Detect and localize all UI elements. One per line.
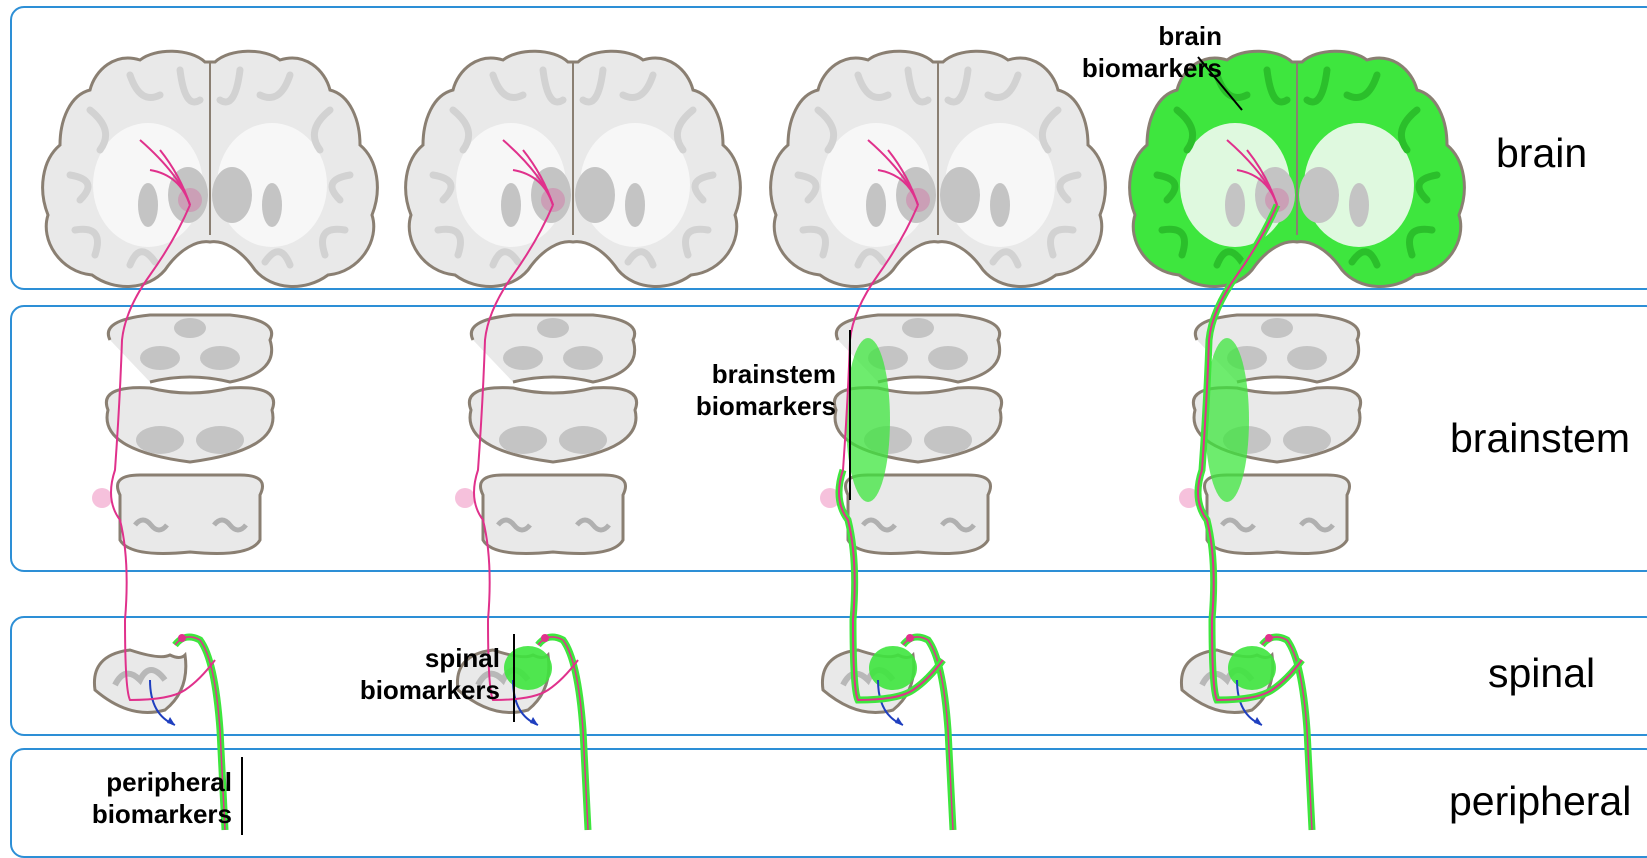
brain-biomarkers-line1: brain (1058, 20, 1222, 52)
thalamus-right (575, 167, 615, 223)
pons-nucleus-left (136, 426, 184, 454)
aqueduct-region (174, 318, 206, 338)
putamen-left (1225, 183, 1245, 227)
putamen-right (625, 183, 645, 227)
brain-biomarkers-line2: biomarkers (1058, 52, 1222, 84)
medulla (481, 475, 626, 554)
pons-nucleus-right (924, 426, 972, 454)
lower-motor-neuron-soma (1265, 634, 1273, 642)
brain-section-2 (406, 51, 741, 286)
cerebral-peduncle-right (1287, 346, 1327, 370)
spinal-section-3 (822, 634, 953, 830)
cerebral-peduncle-right (928, 346, 968, 370)
spinal-biomarkers-label: spinal biomarkers (336, 642, 500, 706)
efferent-arrowhead (895, 717, 903, 725)
lower-motor-neuron-soma (906, 634, 914, 642)
upper-motor-neuron-soma (178, 188, 202, 212)
pons-nucleus-right (1283, 426, 1331, 454)
putamen-left (501, 183, 521, 227)
brainstem-biomarkers-line1: brainstem (672, 358, 836, 390)
region-label-spinal: spinal (1488, 650, 1595, 697)
spinal-pathology (1228, 646, 1276, 690)
lower-motor-neuron-soma (541, 634, 549, 642)
pons (106, 388, 273, 462)
putamen-left (138, 183, 158, 227)
aqueduct-region (537, 318, 569, 338)
efferent-arrowhead (530, 717, 538, 725)
aqueduct-region (902, 318, 934, 338)
brainstem-biomarkers-label: brainstem biomarkers (672, 358, 836, 422)
efferent-arrowhead (167, 717, 175, 725)
bulbar-motor-nucleus (455, 488, 475, 508)
thalamus-right (940, 167, 980, 223)
peripheral-biomarkers-line1: peripheral (68, 766, 232, 798)
brain-biomarkers-label: brain biomarkers (1058, 20, 1222, 84)
spinal-biomarkers-line2: biomarkers (336, 674, 500, 706)
brain-section-3 (771, 51, 1106, 286)
peripheral-biomarkers-label: peripheral biomarkers (68, 766, 232, 830)
region-label-peripheral: peripheral (1449, 778, 1631, 825)
upper-motor-neuron-soma (906, 188, 930, 212)
pons-nucleus-right (559, 426, 607, 454)
region-label-brain: brain (1496, 130, 1587, 177)
cerebral-peduncle-right (200, 346, 240, 370)
putamen-left (866, 183, 886, 227)
cerebral-peduncle-left (503, 346, 543, 370)
putamen-right (1349, 183, 1369, 227)
brainstem-biomarkers-line2: biomarkers (672, 390, 836, 422)
peripheral-biomarkers-line2: biomarkers (68, 798, 232, 830)
thalamus-right (212, 167, 252, 223)
brain-section-1 (43, 51, 378, 286)
lower-motor-neuron-soma (178, 634, 186, 642)
region-label-brainstem: brainstem (1450, 415, 1630, 462)
brain-section-4 (1130, 51, 1465, 286)
putamen-right (262, 183, 282, 227)
bulbar-motor-nucleus (92, 488, 112, 508)
aqueduct-region (1261, 318, 1293, 338)
cerebral-peduncle-left (140, 346, 180, 370)
thalamus-right (1299, 167, 1339, 223)
brainstem-pathology (846, 338, 890, 502)
spinal-pathology (869, 646, 917, 690)
pons-nucleus-right (196, 426, 244, 454)
spinal-biomarkers-line1: spinal (336, 642, 500, 674)
spinal-section-4 (1181, 634, 1312, 830)
cerebral-peduncle-right (563, 346, 603, 370)
medulla (118, 475, 263, 554)
pons (469, 388, 636, 462)
pons-nucleus-left (499, 426, 547, 454)
efferent-arrowhead (1254, 717, 1262, 725)
upper-motor-neuron-soma (541, 188, 565, 212)
putamen-right (990, 183, 1010, 227)
spinal-pathology (504, 646, 552, 690)
